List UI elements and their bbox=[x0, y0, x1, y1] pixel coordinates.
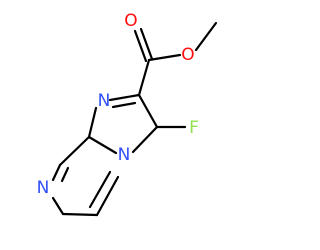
atom-f: F bbox=[189, 118, 199, 138]
bond-c5-n4-double-2 bbox=[88, 170, 112, 209]
bond-c8-n7-double-2 bbox=[60, 166, 70, 183]
bond-carbonyl-c-o-ester bbox=[147, 53, 182, 62]
bond-o-methyl bbox=[194, 21, 218, 52]
bond-carbonyl-c-o-double-2 bbox=[139, 27, 154, 61]
bond-c2-n1-double-2 bbox=[111, 101, 137, 109]
bond-n1-c8a bbox=[87, 106, 98, 139]
bond-n7-c6 bbox=[51, 196, 65, 216]
bond-carbonyl-c-o-double-1 bbox=[133, 29, 148, 63]
bond-c8-n7-double-1 bbox=[51, 163, 62, 182]
atom-o-ester: O bbox=[181, 45, 194, 65]
bond-c2-carbonyl bbox=[137, 58, 151, 97]
chemical-structure: O O N N N F bbox=[37, 11, 218, 217]
bond-c6-c5 bbox=[61, 212, 99, 217]
atom-n-bridgehead: N bbox=[118, 145, 131, 165]
bond-c3-n4 bbox=[131, 125, 159, 154]
bond-c2-c3 bbox=[137, 93, 159, 129]
bond-c8a-n4 bbox=[87, 135, 118, 155]
atom-o-carbonyl: O bbox=[124, 11, 137, 31]
bond-c5-n4-double-1 bbox=[95, 175, 120, 217]
atom-labels: O O N N N F bbox=[37, 11, 199, 198]
bonds bbox=[51, 21, 218, 217]
atom-n-pyrazine: N bbox=[37, 178, 50, 198]
atom-n-imidazole: N bbox=[98, 91, 111, 111]
bond-c2-n1-double-1 bbox=[108, 93, 141, 102]
bond-c8a-c8 bbox=[58, 135, 91, 167]
